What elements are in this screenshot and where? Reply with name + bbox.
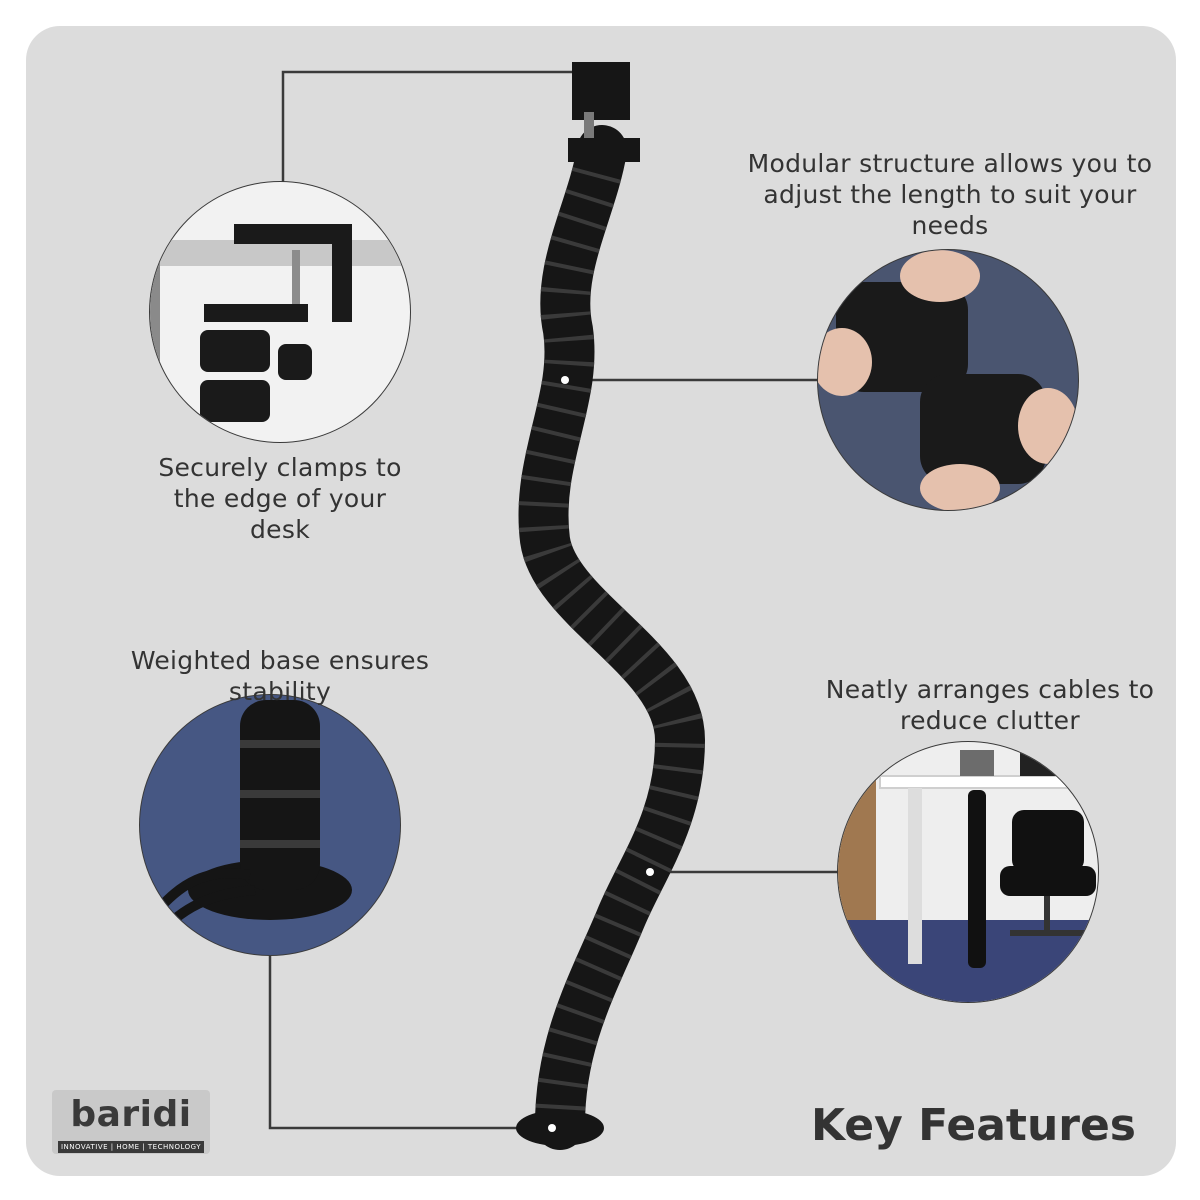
leader-line-base	[268, 955, 555, 1130]
photo-clamp-detail	[149, 181, 411, 443]
feature-caption-modular: Modular structure allows you to adjust t…	[747, 149, 1153, 240]
callout-dot-neat	[646, 868, 654, 876]
photo-office-desk	[837, 741, 1099, 1003]
desk-clamp-top	[572, 62, 630, 120]
feature-caption-clamp: Securely clamps to the edge of your desk	[158, 453, 402, 544]
brand-logo: baridi INNOVATIVE | HOME | TECHNOLOGY	[52, 1090, 210, 1154]
page-title: Key Features	[810, 1100, 1136, 1151]
callout-dot-base	[548, 1124, 556, 1132]
brand-name: baridi	[70, 1094, 192, 1135]
callout-dot-modular	[561, 376, 569, 384]
photo-weighted-base	[139, 694, 401, 956]
callout-lines	[268, 70, 838, 1130]
clamp-screw	[584, 112, 594, 152]
brand-tagline: INNOVATIVE | HOME | TECHNOLOGY	[58, 1141, 204, 1153]
feature-caption-base: Weighted base ensures stability	[130, 646, 430, 706]
leader-line-clamp	[281, 70, 598, 182]
cable-spine	[516, 62, 706, 1150]
feature-caption-neat: Neatly arranges cables to reduce clutter	[825, 675, 1155, 735]
photo-modular-connection	[817, 249, 1079, 511]
weighted-base	[516, 1110, 604, 1146]
clamp-bottom-plate	[568, 138, 640, 162]
spine-body	[518, 125, 706, 1150]
